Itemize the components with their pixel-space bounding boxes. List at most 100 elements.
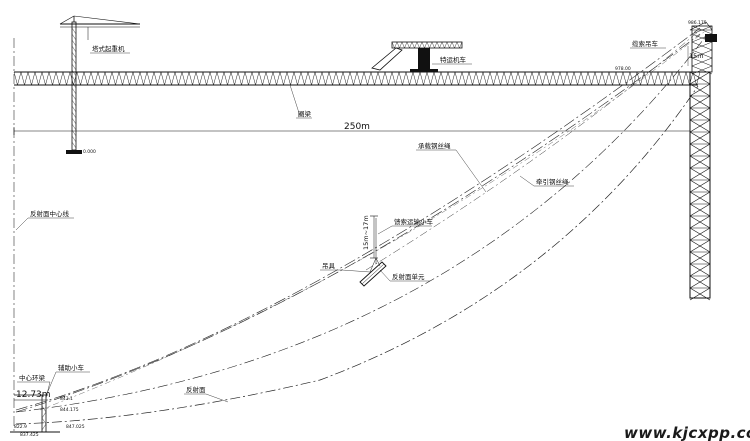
truss-member bbox=[405, 71, 410, 86]
vehicle-brace bbox=[441, 41, 445, 49]
truss-member bbox=[108, 71, 113, 86]
hanger-label: 吊具 bbox=[322, 262, 336, 270]
tower-brace bbox=[689, 179, 711, 193]
tower-crane bbox=[59, 15, 141, 154]
truss-member bbox=[482, 71, 487, 86]
height-dimension: 15m~17m bbox=[362, 215, 370, 250]
truss-member bbox=[573, 71, 578, 86]
vehicle-brace bbox=[436, 41, 440, 49]
truss-member bbox=[591, 71, 596, 86]
crane-brace bbox=[71, 123, 77, 131]
center-elevation-3: 822.9 bbox=[14, 424, 27, 430]
crane-brace bbox=[71, 63, 77, 71]
truss-member bbox=[608, 71, 613, 86]
truss-member bbox=[97, 71, 102, 86]
truss-member bbox=[528, 71, 533, 86]
tower-dimension: 15m bbox=[689, 52, 704, 60]
tower-crane-label: 塔式起重机 bbox=[92, 44, 125, 53]
crane-brace bbox=[71, 33, 77, 41]
vehicle-brace bbox=[459, 41, 463, 49]
truss-member bbox=[545, 71, 550, 86]
truss-member bbox=[503, 71, 508, 86]
truss-member bbox=[73, 71, 78, 86]
tower-brace bbox=[689, 131, 711, 145]
vehicle-brace bbox=[399, 41, 403, 49]
tower-brace bbox=[689, 275, 711, 289]
truss-member bbox=[290, 71, 295, 86]
tower-brace bbox=[689, 71, 711, 85]
center-ring-beam-label: 中心环梁 bbox=[19, 373, 46, 382]
crane-brace bbox=[71, 51, 77, 59]
crane-brace bbox=[71, 81, 77, 89]
crane-brace bbox=[71, 141, 77, 149]
ring-beam-leader bbox=[289, 84, 301, 117]
reflector-surface-arc bbox=[15, 85, 699, 425]
truss-member bbox=[300, 71, 305, 86]
truss-member bbox=[342, 71, 347, 86]
truss-member bbox=[514, 71, 519, 86]
truss-member bbox=[570, 71, 575, 86]
truss-member bbox=[20, 71, 25, 86]
crane-brace bbox=[71, 105, 77, 113]
truss-member bbox=[486, 71, 491, 86]
truss-member bbox=[465, 71, 470, 86]
truss-member bbox=[542, 71, 547, 86]
truss-member bbox=[314, 71, 319, 86]
truss-member bbox=[496, 71, 501, 86]
truss-member bbox=[13, 71, 18, 86]
truss-member bbox=[584, 71, 589, 86]
bearing-cable bbox=[15, 27, 701, 411]
center-elevation-4: 847.025 bbox=[66, 424, 85, 430]
vehicle-brace bbox=[401, 41, 405, 49]
truss-member bbox=[27, 71, 32, 86]
suspension-cable bbox=[15, 35, 707, 413]
truss-member bbox=[472, 71, 477, 86]
truss-member bbox=[517, 71, 522, 86]
truss-member bbox=[437, 71, 442, 86]
truss-member bbox=[556, 71, 561, 86]
crane-brace bbox=[71, 87, 77, 95]
truss-member bbox=[248, 71, 253, 86]
truss-member bbox=[423, 71, 428, 86]
crane-brace bbox=[71, 45, 77, 53]
truss-member bbox=[458, 71, 463, 86]
vehicle-brace bbox=[406, 41, 410, 49]
span-dimension: 250m bbox=[344, 122, 370, 132]
truss-member bbox=[83, 71, 88, 86]
truss-member bbox=[111, 71, 116, 86]
truss-member bbox=[286, 71, 291, 86]
truss-member bbox=[178, 71, 183, 86]
truss-member bbox=[510, 71, 515, 86]
truss-member bbox=[489, 71, 494, 86]
truss-member bbox=[76, 71, 81, 86]
crane-brace bbox=[71, 69, 77, 77]
truss-member bbox=[377, 71, 382, 86]
crane-brace bbox=[71, 99, 77, 107]
truss-member bbox=[668, 71, 673, 86]
fan-cable-1 bbox=[365, 29, 701, 271]
truss-member bbox=[626, 71, 631, 86]
truss-member bbox=[685, 71, 690, 86]
truss-member bbox=[227, 71, 232, 86]
truss-member bbox=[17, 71, 22, 86]
truss-member bbox=[237, 71, 242, 86]
truss-member bbox=[164, 71, 169, 86]
truss-member bbox=[664, 71, 669, 86]
truss-member bbox=[122, 71, 127, 86]
truss-member bbox=[318, 71, 323, 86]
truss-member bbox=[619, 71, 624, 86]
auxiliary-car-label: 辅助小车 bbox=[58, 363, 85, 372]
truss-member bbox=[192, 71, 197, 86]
vehicle-brace bbox=[444, 41, 448, 49]
crane-brace bbox=[71, 135, 77, 143]
center-elevation-1: 843.1 bbox=[60, 396, 73, 402]
truss-member bbox=[374, 71, 379, 86]
truss-member bbox=[223, 71, 228, 86]
tower-brace bbox=[689, 119, 711, 133]
truss-member bbox=[52, 71, 57, 86]
truss-member bbox=[41, 71, 46, 86]
truss-member bbox=[388, 71, 393, 86]
truss-member bbox=[391, 71, 396, 86]
tower-head-brace bbox=[691, 49, 713, 59]
truss-member bbox=[220, 71, 225, 86]
